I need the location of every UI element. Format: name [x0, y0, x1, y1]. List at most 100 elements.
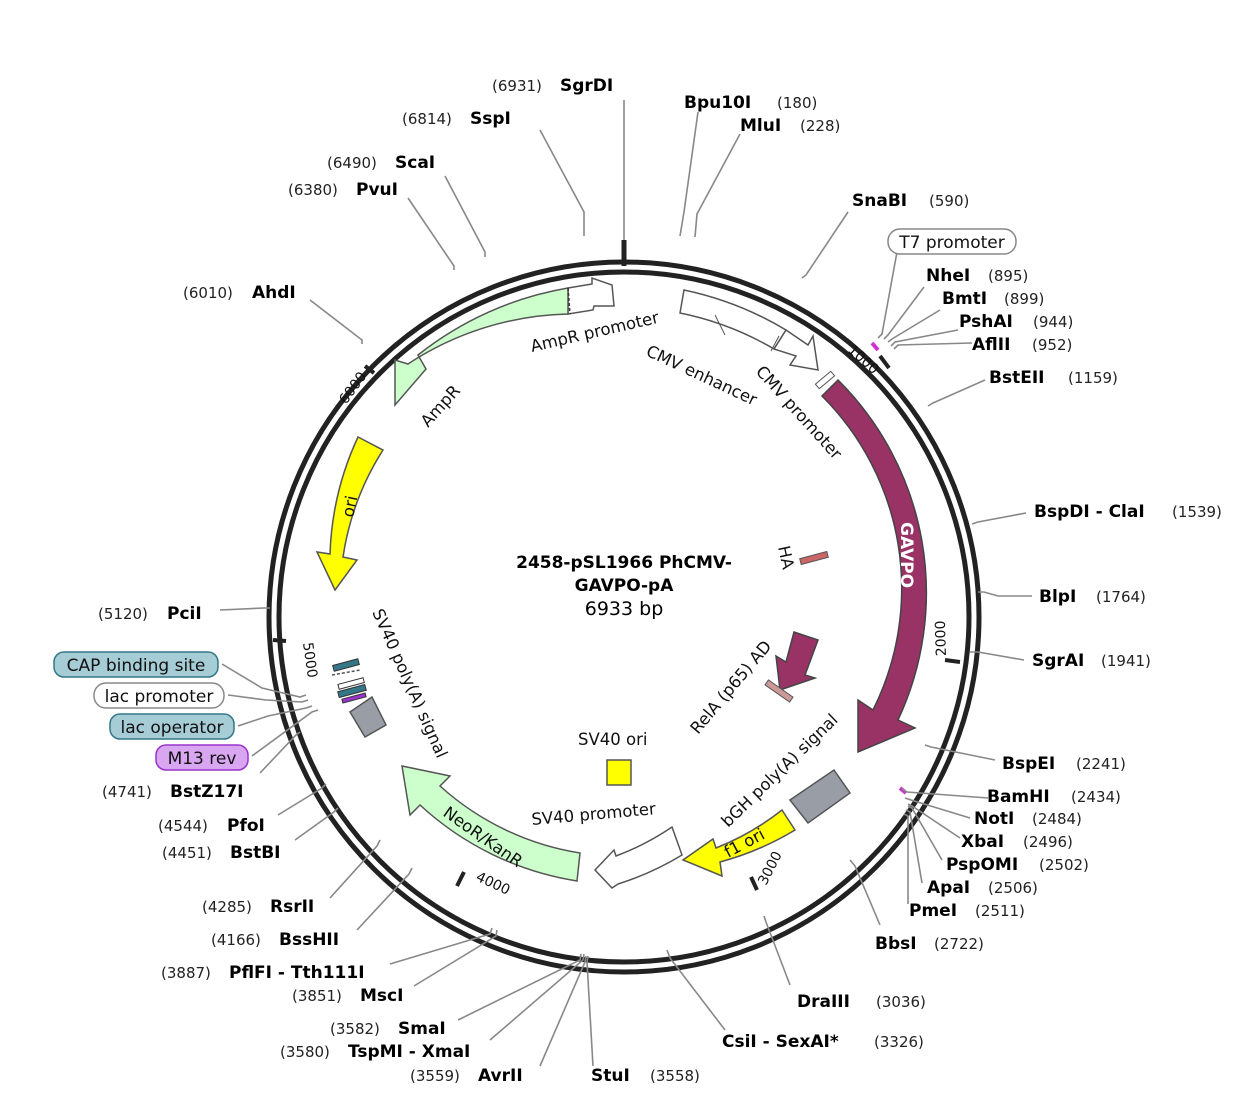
boxed-feature-labels: T7 promoter CAP binding site lac promote… [53, 228, 1017, 771]
svg-text:(3580): (3580) [280, 1043, 330, 1061]
svg-text:(4544): (4544) [158, 817, 208, 835]
svg-text:(6931): (6931) [492, 77, 542, 95]
tick-6000 [363, 364, 376, 375]
enzyme-pspomi: PspOMI(2502) [946, 855, 1089, 875]
svg-text:(1159): (1159) [1068, 369, 1118, 387]
svg-text:(2722): (2722) [934, 935, 984, 953]
enzyme-apai: ApaI(2506) [927, 878, 1038, 898]
svg-text:StuI: StuI [591, 1066, 630, 1086]
svg-text:(4285): (4285) [202, 898, 252, 916]
svg-text:(590): (590) [929, 192, 969, 210]
sv40-ori-box [606, 759, 632, 786]
svg-text:(4451): (4451) [162, 844, 212, 862]
svg-text:PmeI: PmeI [909, 901, 957, 921]
enzyme-scai: (6490)ScaI [327, 153, 435, 173]
enzyme-blpi: BlpI (1764) [1039, 587, 1146, 607]
svg-text:MscI: MscI [360, 986, 403, 1006]
svg-text:(180): (180) [777, 94, 817, 112]
ha-marker [799, 550, 829, 566]
svg-text:SmaI: SmaI [398, 1019, 446, 1039]
enzyme-bamhi: BamHI(2434) [987, 787, 1121, 807]
lac-promoter-box: lac promoter [93, 682, 225, 709]
svg-text:PfoI: PfoI [227, 816, 265, 836]
svg-text:TspMI - XmaI: TspMI - XmaI [348, 1042, 470, 1062]
enzyme-msci: (3851)MscI [292, 986, 403, 1006]
rela-small-marker [764, 679, 794, 703]
enzyme-stui: StuI(3558) [591, 1066, 700, 1086]
sv40-polya-box [348, 695, 387, 739]
enzyme-draiii: DraIII (3036) [797, 992, 926, 1012]
svg-text:SgrDI: SgrDI [560, 76, 613, 96]
lac-operator-box: lac operator [109, 713, 235, 740]
svg-text:(5120): (5120) [98, 605, 148, 623]
enzyme-ahdi: (6010)AhdI [183, 283, 296, 303]
svg-text:BspEI: BspEI [1002, 754, 1055, 774]
svg-text:(6814): (6814) [402, 110, 452, 128]
svg-text:MluI: MluI [740, 116, 781, 136]
svg-text:(4166): (4166) [211, 931, 261, 949]
svg-text:SgrAI: SgrAI [1032, 651, 1084, 671]
enzyme-bbsi: BbsI(2722) [875, 934, 984, 954]
svg-text:Bpu10I: Bpu10I [684, 93, 751, 113]
svg-text:(2241): (2241) [1076, 755, 1126, 773]
tick-1000 [878, 354, 891, 370]
svg-text:(4741): (4741) [102, 783, 152, 801]
svg-text:(895): (895) [988, 267, 1028, 285]
ampr-arrow [394, 287, 569, 408]
cmv-enhancer-label: CMV enhancer [643, 341, 760, 409]
svg-text:XbaI: XbaI [961, 832, 1004, 852]
tick-label-2000: 2000 [933, 620, 950, 656]
ori-arrow [315, 435, 385, 592]
gavpo-label: GAVPO [896, 522, 916, 588]
tick-5000 [272, 638, 287, 643]
enzyme-sgrdi: (6931) SgrDI [492, 76, 613, 96]
svg-text:(1764): (1764) [1096, 588, 1146, 606]
enzyme-labels: (6931)SgrDI (6814)SspI (6490)ScaI (6380)… [98, 76, 1222, 1086]
cmv-small-box [814, 370, 836, 390]
enzyme-smai: (3582)SmaI [330, 1019, 446, 1039]
svg-text:CsiI - SexAI*: CsiI - SexAI* [722, 1032, 839, 1052]
svg-text:BamHI: BamHI [987, 787, 1050, 807]
svg-text:(1941): (1941) [1101, 652, 1151, 670]
enzyme-xbai: XbaI(2496) [961, 832, 1073, 852]
neo-arrow [401, 765, 581, 882]
f1-ori-label: f1 ori [721, 825, 768, 862]
svg-text:(3036): (3036) [876, 993, 926, 1011]
svg-text:PspOMI: PspOMI [946, 855, 1018, 875]
svg-text:BlpI: BlpI [1039, 587, 1076, 607]
svg-text:(3887): (3887) [161, 964, 211, 982]
rela-arrow [775, 631, 819, 692]
svg-text:(3326): (3326) [874, 1033, 924, 1051]
svg-text:PshAI: PshAI [959, 312, 1013, 332]
enzyme-bstbi: (4451) BstBI [162, 843, 281, 863]
ampr-promoter-arrow [567, 276, 615, 315]
lac-region-markers [331, 658, 367, 704]
svg-text:PflFI - Tth111I: PflFI - Tth111I [229, 963, 365, 983]
svg-text:SspI: SspI [470, 109, 511, 129]
enzyme-snabi: SnaBI(590) [852, 191, 969, 211]
svg-text:(944): (944) [1033, 313, 1073, 331]
svg-text:(228): (228) [800, 117, 840, 135]
sv40-ori-label: SV40 ori [578, 730, 647, 749]
enzyme-nhei: NheI(895) [926, 266, 1028, 286]
cmv-promoter-arrow [772, 328, 819, 371]
svg-text:CAP binding site: CAP binding site [67, 656, 206, 676]
svg-text:(6490): (6490) [327, 154, 377, 172]
plasmid-name-line1: 2458-pSL1966 PhCMV- [516, 553, 732, 573]
svg-text:DraIII: DraIII [797, 992, 850, 1012]
svg-text:BstBI: BstBI [230, 843, 281, 863]
enzyme-bspdi-clai: BspDI - ClaI(1539) [1034, 502, 1222, 522]
enzyme-leader-lines [219, 100, 1032, 1067]
sv40-promoter-arrow [593, 825, 683, 889]
enzyme-noti: NotI(2484) [974, 809, 1082, 829]
svg-text:(2511): (2511) [975, 902, 1025, 920]
svg-text:PvuI: PvuI [356, 180, 398, 200]
cmv-enhancer-arrow [679, 289, 788, 351]
sv40-polya-label: SV40 poly(A) signal [368, 606, 451, 761]
enzyme-pmei: PmeI (2511) [909, 901, 1025, 921]
svg-text:PciI: PciI [167, 604, 202, 624]
svg-text:RsrII: RsrII [270, 897, 314, 917]
svg-text:ApaI: ApaI [927, 878, 970, 898]
svg-text:AflII: AflII [972, 335, 1010, 355]
svg-text:lac operator: lac operator [120, 718, 223, 738]
